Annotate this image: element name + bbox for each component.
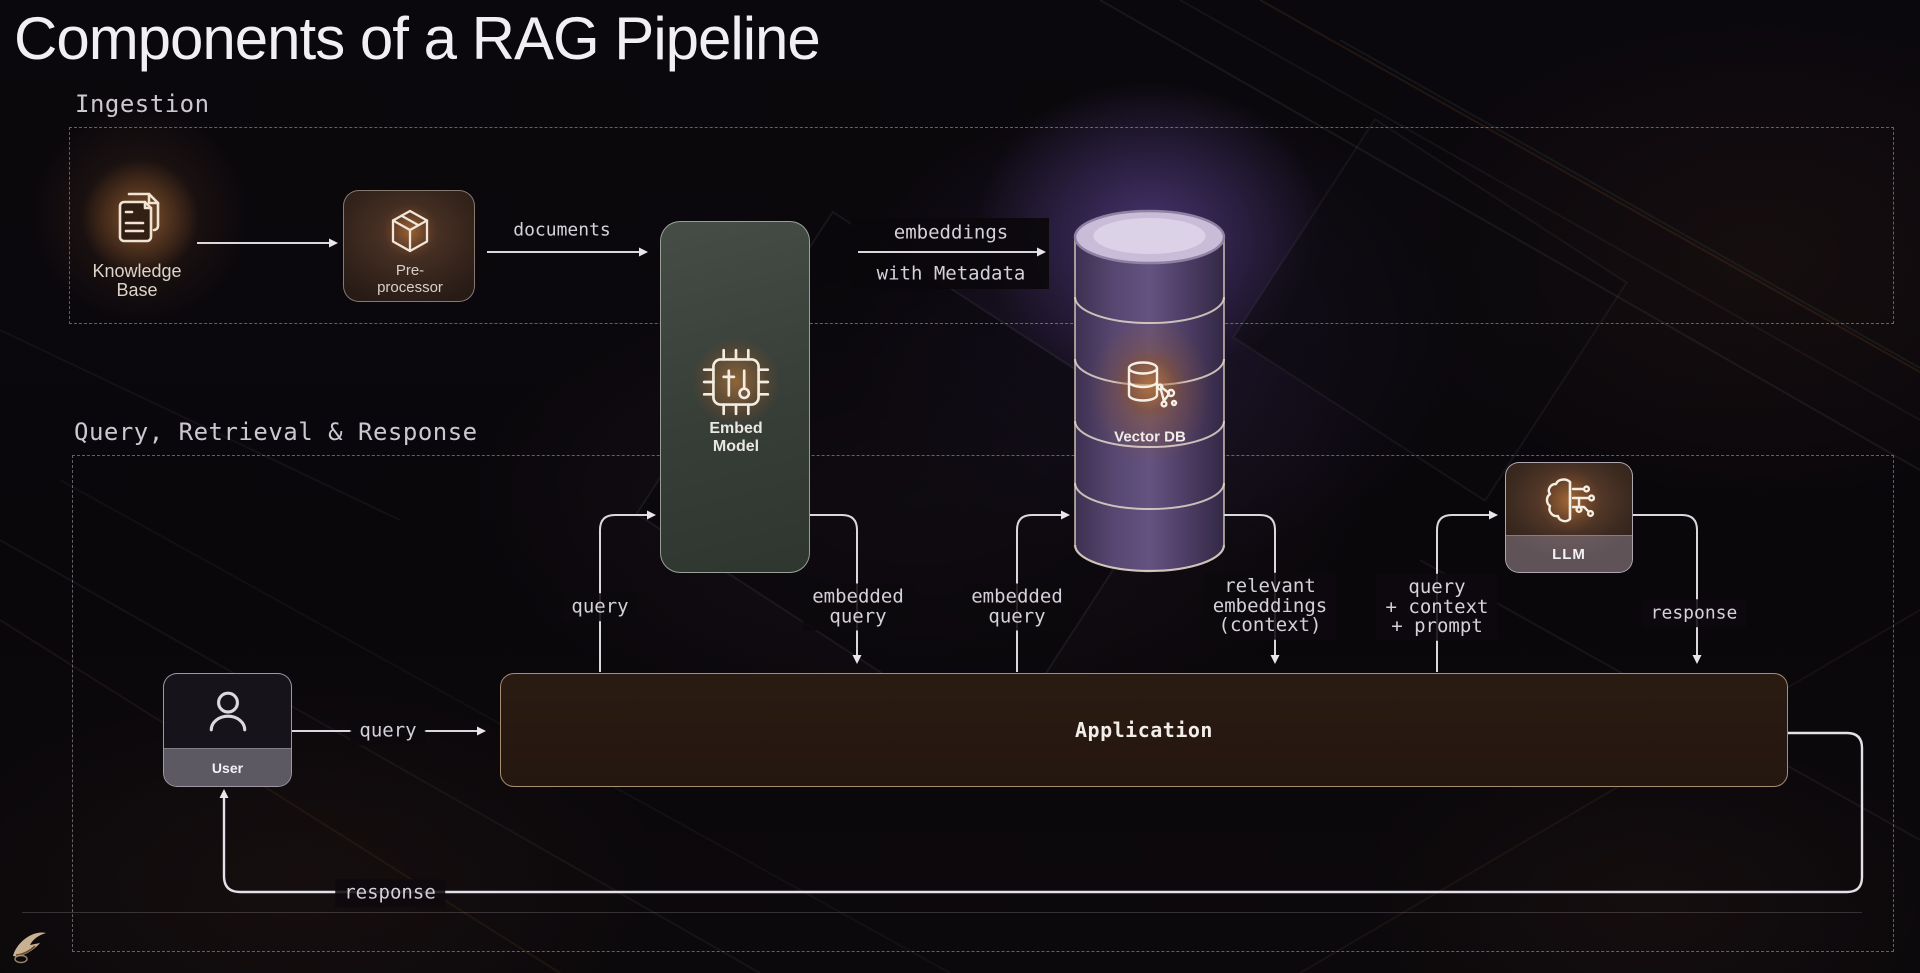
database-icon xyxy=(1102,336,1198,432)
person-icon xyxy=(205,689,251,735)
pre-processor-node: Pre-processor xyxy=(343,190,475,302)
edge-label-embedded-query-2: embedded query xyxy=(962,583,1072,631)
edge-label-documents: documents xyxy=(513,219,611,241)
edge-label-query-up: query xyxy=(562,593,638,621)
arrow-embedded-query-down xyxy=(810,514,862,664)
edge-label-query-context-prompt: query + context + prompt xyxy=(1376,573,1498,641)
vector-db-label: Vector DB xyxy=(1114,428,1186,446)
user-label: User xyxy=(164,748,291,786)
llm-label: LLM xyxy=(1506,535,1632,572)
edge-label-user-query: query xyxy=(350,717,426,745)
background-line xyxy=(22,912,1862,913)
application-node: Application xyxy=(500,673,1788,787)
user-node: User xyxy=(163,673,292,787)
page-title: Components of a RAG Pipeline xyxy=(14,5,821,72)
logo-icon xyxy=(8,922,52,966)
edge-label-relevant-embeddings: relevant embeddings (context) xyxy=(1203,572,1337,640)
arrow-llm-response-down xyxy=(1633,514,1702,664)
embed-model-label: Embed Model xyxy=(709,420,763,455)
arrow-response-to-user xyxy=(219,731,1864,894)
arrow-embedded-query-up xyxy=(1016,510,1070,672)
edge-label-with-metadata: with Metadata xyxy=(876,262,1026,285)
llm-node: LLM xyxy=(1505,462,1633,573)
edge-label-embeddings-backing xyxy=(851,218,1049,289)
edge-label-llm-response: response xyxy=(1641,599,1747,627)
documents-icon xyxy=(109,182,171,250)
chip-icon xyxy=(677,323,795,441)
brain-icon xyxy=(1528,463,1612,543)
pre-processor-label: Pre-processor xyxy=(377,262,443,296)
arrow-query-up xyxy=(599,510,656,672)
embed-model-node: Embed Model xyxy=(660,221,810,573)
section-ingestion-label: Ingestion xyxy=(75,90,210,118)
arrow-relevant-embeddings-down xyxy=(1224,514,1280,664)
section-query-retrieval-response-box xyxy=(72,455,1894,952)
application-label: Application xyxy=(1075,718,1213,742)
edge-label-embeddings: embeddings xyxy=(893,221,1009,244)
arrow-query-context-prompt-up xyxy=(1436,510,1498,672)
edge-label-embedded-query-1: embedded query xyxy=(803,583,913,631)
package-icon xyxy=(374,195,446,267)
edge-label-response-to-user: response xyxy=(335,879,445,907)
section-query-retrieval-response-label: Query, Retrieval & Response xyxy=(74,418,478,446)
knowledge-base-label: Knowledge Base xyxy=(92,261,182,300)
